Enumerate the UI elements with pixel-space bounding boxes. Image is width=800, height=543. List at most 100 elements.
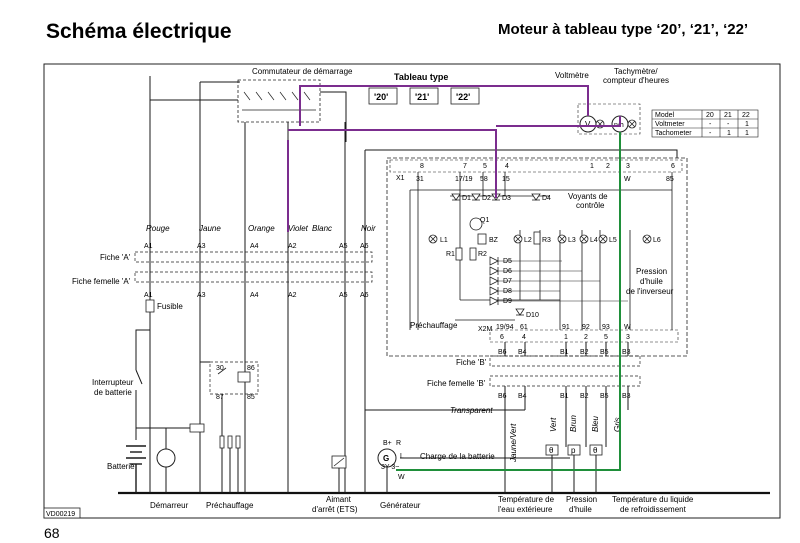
diode-label: D3 xyxy=(502,195,511,202)
voltmeter-symbol: V xyxy=(585,120,591,129)
generator-label: Générateur xyxy=(380,501,421,510)
model-table-header-0: Model xyxy=(655,112,675,119)
generator-pin: L xyxy=(400,453,404,460)
battery xyxy=(126,445,146,493)
model-table-cell: 1 xyxy=(745,130,749,137)
preheat-wires xyxy=(200,361,239,493)
terminal-number: 7 xyxy=(463,163,467,170)
terminal-number: 3 xyxy=(626,334,630,341)
pin-label: B1 xyxy=(560,393,569,400)
diode-label: D4 xyxy=(542,195,551,202)
plug-b xyxy=(489,355,641,367)
pin-label: 85 xyxy=(666,176,674,183)
sensor-symbol: θ xyxy=(593,446,598,455)
lamp-label: L4 xyxy=(590,237,598,244)
wire-color-yellow: Jaune xyxy=(198,224,221,233)
pin-label: B3 xyxy=(622,349,631,356)
resistor-label: R1 xyxy=(446,251,455,258)
terminal-number: 1 xyxy=(564,334,568,341)
resistor-r1 xyxy=(455,247,463,261)
panel-type-label: Tableau type xyxy=(394,72,448,82)
terminal-number: 6 xyxy=(671,163,675,170)
model-table-cell: - xyxy=(709,121,712,128)
pin-label: A1 xyxy=(144,292,153,299)
sensor-symbol: p xyxy=(571,446,576,455)
terminal-number: 4 xyxy=(522,334,526,341)
pin-label: A4 xyxy=(250,292,259,299)
wire-color-white: Blanc xyxy=(312,224,332,233)
pin-label: A2 xyxy=(288,243,297,250)
pin-label: W xyxy=(624,176,631,183)
pin-label: 92 xyxy=(582,324,590,331)
diode-stack-wires xyxy=(498,260,628,302)
model-table-header-1: 20 xyxy=(706,112,714,119)
battery-switch-label-1: Interrupteur xyxy=(92,378,134,387)
terminal-number: 6 xyxy=(500,334,504,341)
resistor-r2 xyxy=(469,247,477,261)
pin-label: A5 xyxy=(339,292,348,299)
resistor-label: R3 xyxy=(542,237,551,244)
panel-type-box-21 xyxy=(409,87,439,105)
x1-label: X1 xyxy=(396,175,405,182)
pin-label: A3 xyxy=(197,292,206,299)
stop-magnet-label-2: d'arrêt (ETS) xyxy=(312,505,358,514)
pin-label: 91 xyxy=(562,324,570,331)
battery-switch xyxy=(135,329,150,440)
reference-label: VD00219 xyxy=(46,511,75,518)
pin-label: 93 xyxy=(602,324,610,331)
warning-lamps xyxy=(428,234,652,244)
panel-preheating-label: Préchauffage xyxy=(410,321,458,330)
starter-switch-label: Commutateur de démarrage xyxy=(252,67,353,76)
relay-coil xyxy=(237,371,251,383)
lamp-label: L1 xyxy=(440,237,448,244)
stop-magnet-label-1: Aimant xyxy=(326,495,352,504)
violet-wires xyxy=(287,85,621,232)
x2m-label: X2M xyxy=(478,326,493,333)
pin-label: B3 xyxy=(622,393,631,400)
model-table-cell: Voltmeter xyxy=(655,121,685,128)
model-table-cell: - xyxy=(709,130,712,137)
starter-motor xyxy=(156,448,176,468)
transistor-label: Q1 xyxy=(480,217,489,224)
generator-pin: R xyxy=(396,440,401,447)
voltmeter-label: Voltmètre xyxy=(555,71,589,80)
terminal-number: 4 xyxy=(505,163,509,170)
buzzer-label: BZ xyxy=(489,237,499,244)
green-wire xyxy=(396,132,621,471)
pin-label: A4 xyxy=(250,243,259,250)
ext-water-temp-label-1: Température de xyxy=(498,495,555,504)
lower-wire-color: Vert xyxy=(549,417,558,432)
battery-label: Batterie xyxy=(107,462,135,471)
model-table-cell: 1 xyxy=(727,130,731,137)
wire-colors: Rouge Jaune Orange Violet Blanc Noir xyxy=(146,224,376,233)
panel-internal-wires xyxy=(409,172,673,330)
coolant-temp-label-1: Température du liquide xyxy=(612,495,694,504)
diode-label: D2 xyxy=(482,195,491,202)
starter-label: Démarreur xyxy=(150,501,189,510)
relay-pin: 30 xyxy=(216,365,224,372)
terminal-number: 1 xyxy=(590,163,594,170)
fuse-label: Fusible xyxy=(157,302,183,311)
plug-b-pins: B6 B4 B1 B2 B5 B3 xyxy=(498,349,631,356)
glow-plugs xyxy=(219,435,241,449)
lamp-label: L5 xyxy=(609,237,617,244)
b-wires xyxy=(365,342,629,493)
relay-pin: 86 xyxy=(247,365,255,372)
reverser-pressure-label-1: Pression xyxy=(636,267,667,276)
pin-label: B4 xyxy=(518,393,527,400)
diode-label: D10 xyxy=(526,312,539,319)
generator-pin: W xyxy=(398,474,405,481)
pin-label: B4 xyxy=(518,349,527,356)
tachometer-label-2: compteur d'heures xyxy=(603,76,669,85)
ext-water-temp-label-2: l'eau extérieure xyxy=(498,505,553,514)
resistor-r3 xyxy=(533,231,541,245)
warning-lights-label-2: contrôle xyxy=(576,201,605,210)
female-b-pins: B6 B4 B1 B2 B5 B3 xyxy=(498,393,631,400)
x1-terminals: 8 7 5 4 1 2 3 6 xyxy=(420,163,675,170)
sensor-symbol: θ xyxy=(549,446,554,455)
relay-pin: 85 xyxy=(247,394,255,401)
relay-contact xyxy=(217,367,227,375)
starter-switch-contacts xyxy=(242,91,316,111)
preheat-label: Préchauffage xyxy=(206,501,254,510)
